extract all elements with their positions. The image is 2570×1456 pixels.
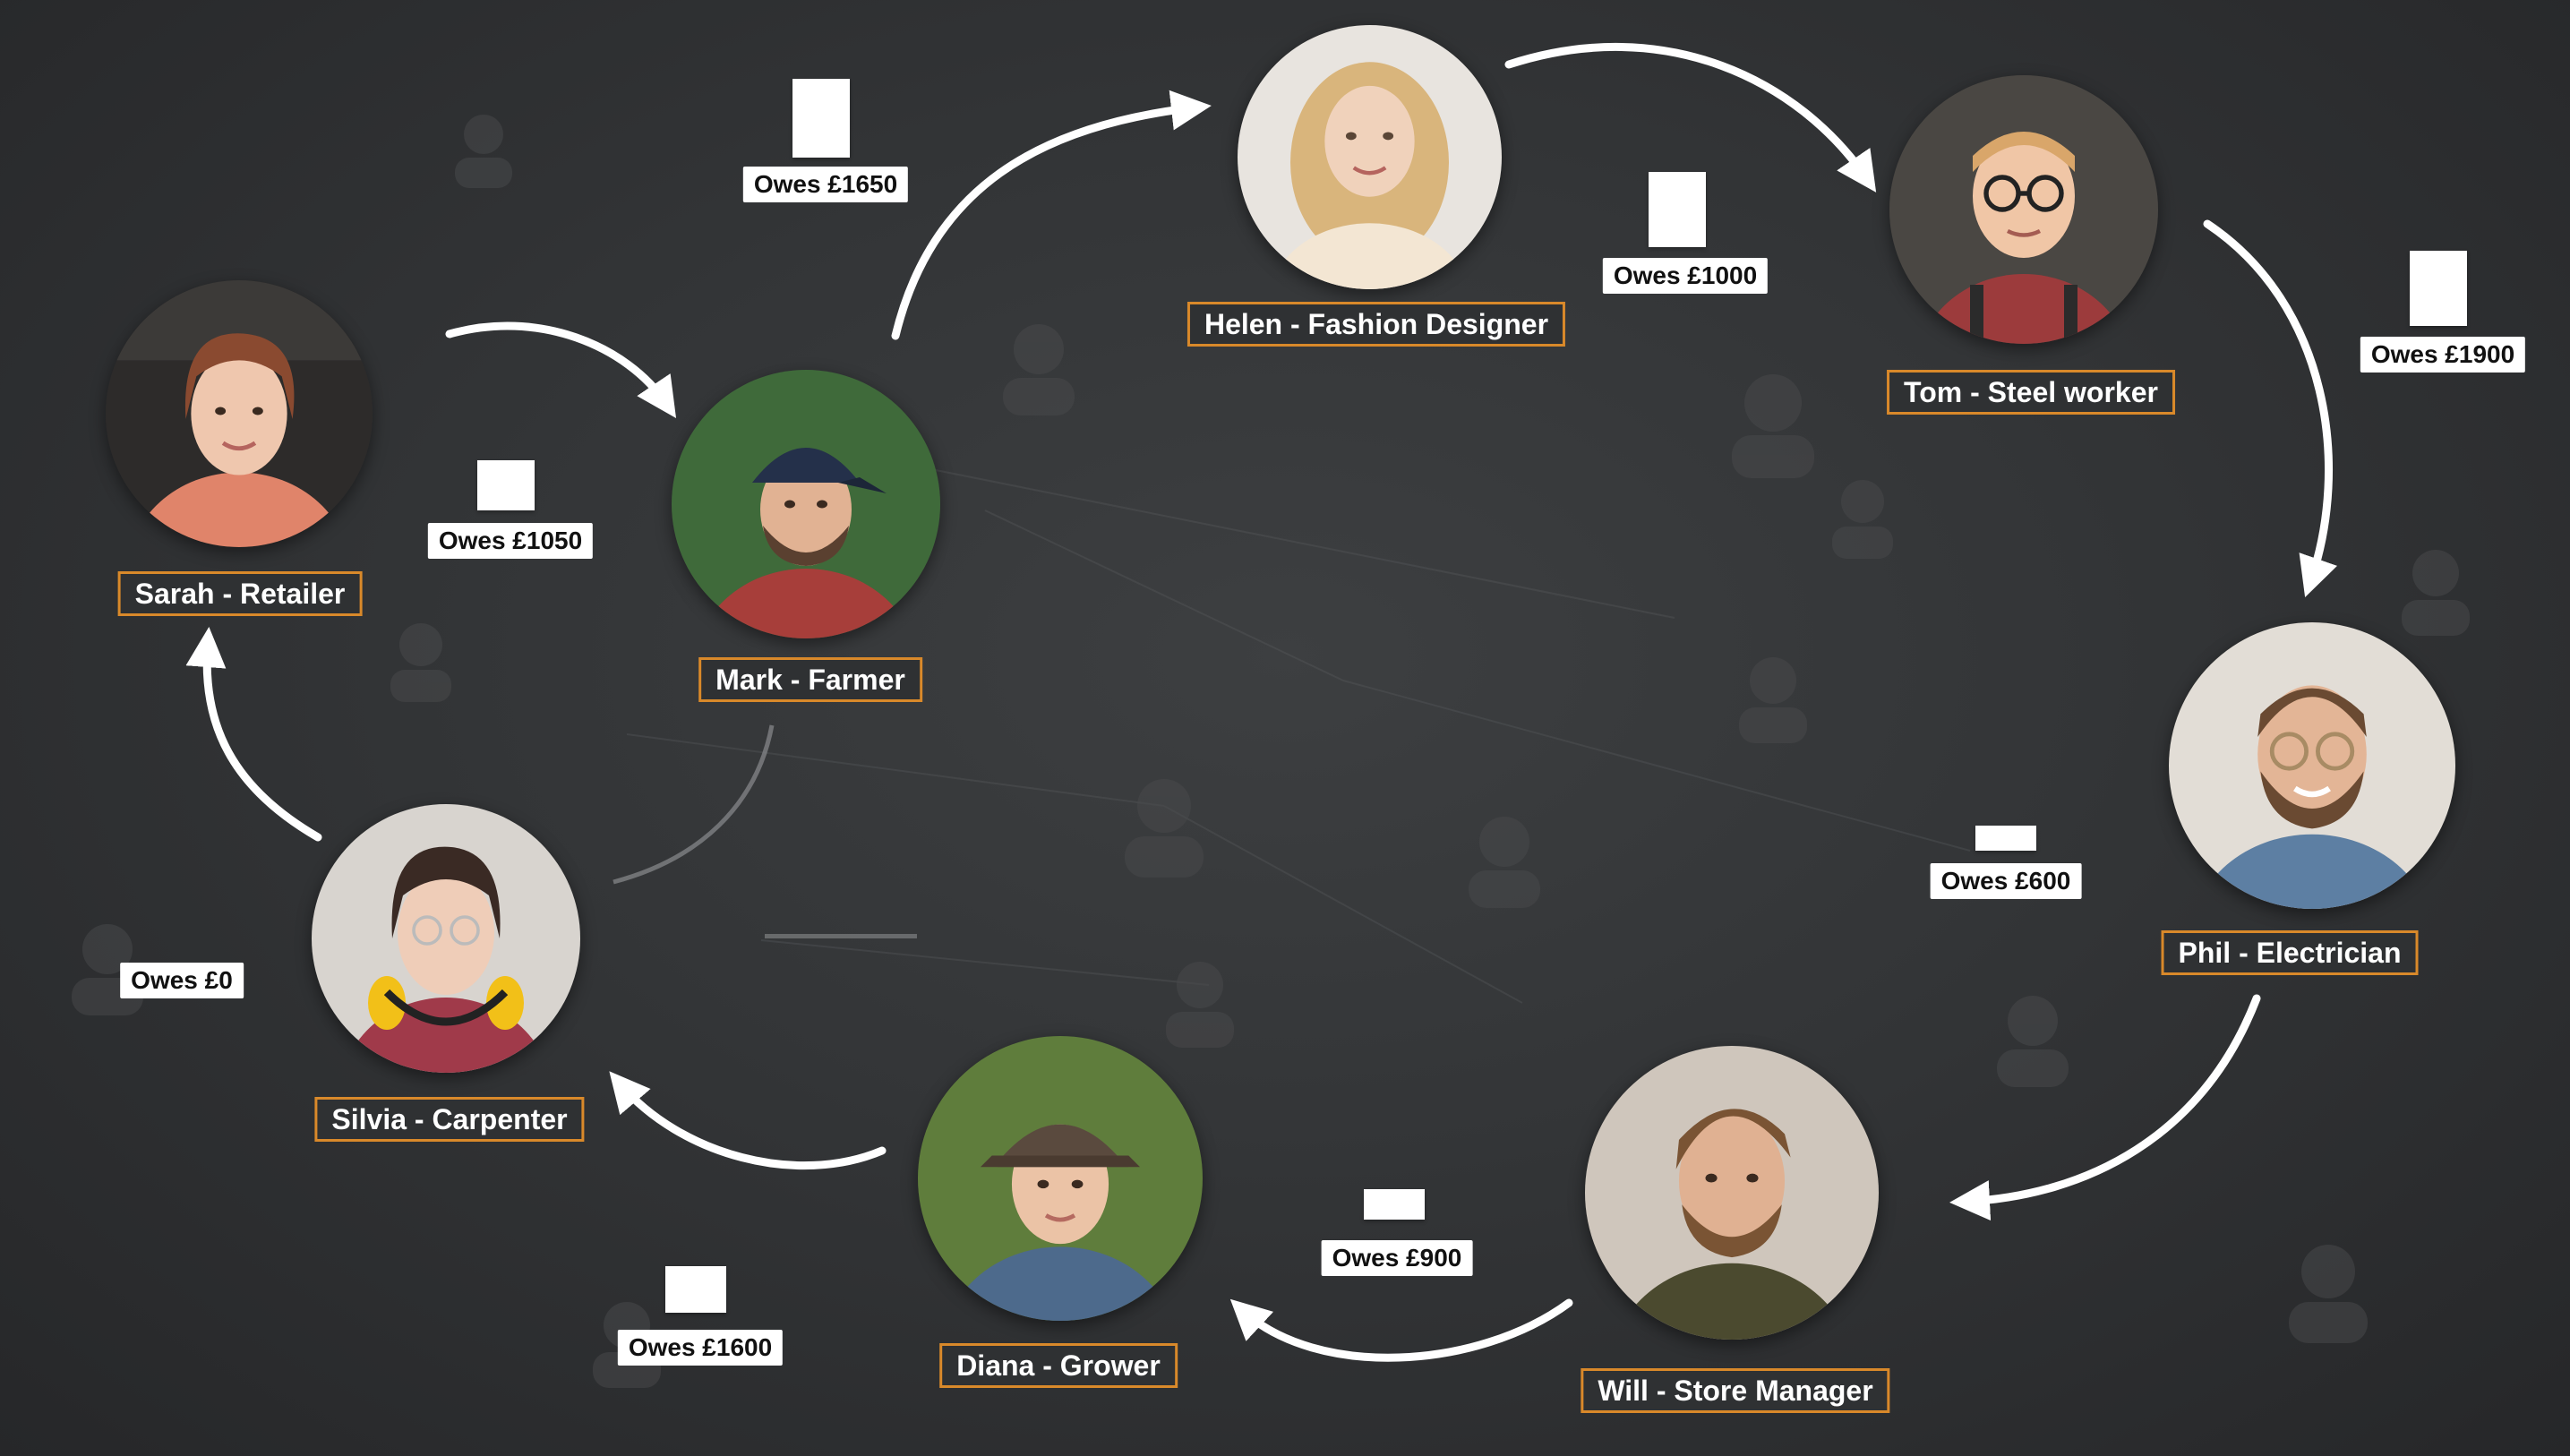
debt-amount-label: Owes £1900 — [2360, 337, 2526, 373]
money-block — [2410, 251, 2467, 326]
debt-amount-label: Owes £1050 — [427, 523, 594, 559]
money-block — [1649, 172, 1706, 247]
arrow-will-to-diana — [1229, 1298, 1573, 1362]
person-name-label: Silvia - Carpenter — [314, 1097, 585, 1142]
debt-amount-label: Owes £1650 — [742, 167, 909, 202]
money-block — [1364, 1189, 1425, 1220]
person-name-label: Diana - Grower — [939, 1343, 1178, 1388]
person-name-label: Tom - Steel worker — [1887, 370, 2175, 415]
money-block — [665, 1266, 726, 1313]
woman-cap-portrait — [918, 1036, 1203, 1321]
debt-amount-label: Owes £1600 — [617, 1330, 784, 1366]
arrow-tom-to-phil — [2203, 219, 2338, 598]
debt-amount-label: Owes £900 — [1321, 1240, 1473, 1276]
money-block — [792, 79, 850, 158]
arrow-phil-to-will — [1949, 994, 2261, 1221]
debt-amount-label: Owes £1000 — [1602, 258, 1769, 294]
woman-ear-defenders-portrait — [312, 804, 580, 1073]
money-block — [477, 460, 535, 510]
man-glasses-suspenders-portrait — [1889, 75, 2158, 344]
arrow-helen-to-tom — [1504, 43, 1877, 193]
arrow-diana-to-silvia — [609, 1071, 887, 1170]
arrow-mark-to-helen — [891, 90, 1212, 340]
debt-amount-label: Owes £0 — [120, 963, 244, 998]
man-beard-apron-portrait — [1585, 1046, 1879, 1340]
man-beard-glasses-portrait — [2169, 622, 2455, 909]
person-name-label: Sarah - Retailer — [117, 571, 363, 616]
person-name-label: Helen - Fashion Designer — [1186, 302, 1566, 347]
arrow-silvia-to-sarah — [185, 627, 322, 842]
person-name-label: Will - Store Manager — [1581, 1368, 1890, 1413]
arrow-sarah-to-mark — [445, 321, 677, 418]
arrow-mark-to-silvia-faint — [613, 724, 775, 885]
money-block — [1975, 826, 2036, 851]
woman-apron-portrait — [106, 280, 373, 547]
woman-blonde-portrait — [1238, 25, 1502, 289]
person-name-label: Phil - Electrician — [2161, 930, 2419, 975]
man-cap-portrait — [672, 370, 940, 638]
person-name-label: Mark - Farmer — [698, 657, 922, 702]
debt-amount-label: Owes £600 — [1930, 863, 2082, 899]
